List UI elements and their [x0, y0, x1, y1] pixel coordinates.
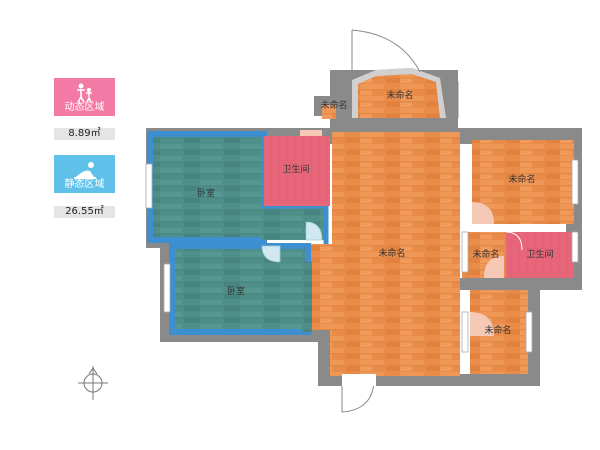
- balcony-door-arc: [351, 29, 421, 73]
- balcony-room: [352, 68, 446, 118]
- bathroom-left: [264, 136, 330, 206]
- static-area-title: 静态区域: [64, 179, 105, 190]
- central-living-room: [292, 132, 460, 376]
- bathroom-right-label: 卫生间: [526, 248, 553, 260]
- bedroom-top-label: 卧室: [197, 187, 215, 199]
- dynamic-area-card: 动态区域: [54, 78, 115, 116]
- bathroom-right: [506, 232, 574, 278]
- bedroom-bottom: [169, 243, 311, 335]
- right-small-room-label: 未命名: [472, 248, 499, 260]
- dynamic-area-value: 8.89㎡: [54, 128, 115, 140]
- bedroom-bottom-door-arc: [261, 245, 281, 263]
- dynamic-area-title: 动态区域: [64, 102, 105, 113]
- right-bottom-room-label: 未命名: [484, 324, 511, 336]
- people-icon: [77, 83, 92, 103]
- balcony-label: 未命名: [386, 89, 413, 101]
- entry-door-arc: [341, 381, 375, 413]
- bathroom-left-label: 卫生间: [282, 163, 309, 175]
- central-living-label: 未命名: [378, 247, 405, 259]
- small-top-room-label: 未命名: [320, 99, 347, 111]
- static-area-value: 26.55㎡: [54, 206, 115, 218]
- bedroom-top: [147, 131, 267, 243]
- right-top-door-arc: [472, 202, 494, 224]
- right-small-door-arc: [484, 256, 504, 278]
- small-top-room: [322, 105, 336, 119]
- bedroom-top-door-arc: [305, 221, 323, 241]
- compass-icon: [78, 366, 108, 400]
- resting-person-icon: [74, 162, 96, 179]
- right-bottom-door-arc: [470, 312, 494, 336]
- bedroom-bottom-label: 卧室: [227, 285, 245, 297]
- right-top-room-label: 未命名: [508, 173, 535, 185]
- static-area-card: 静态区域: [54, 155, 115, 193]
